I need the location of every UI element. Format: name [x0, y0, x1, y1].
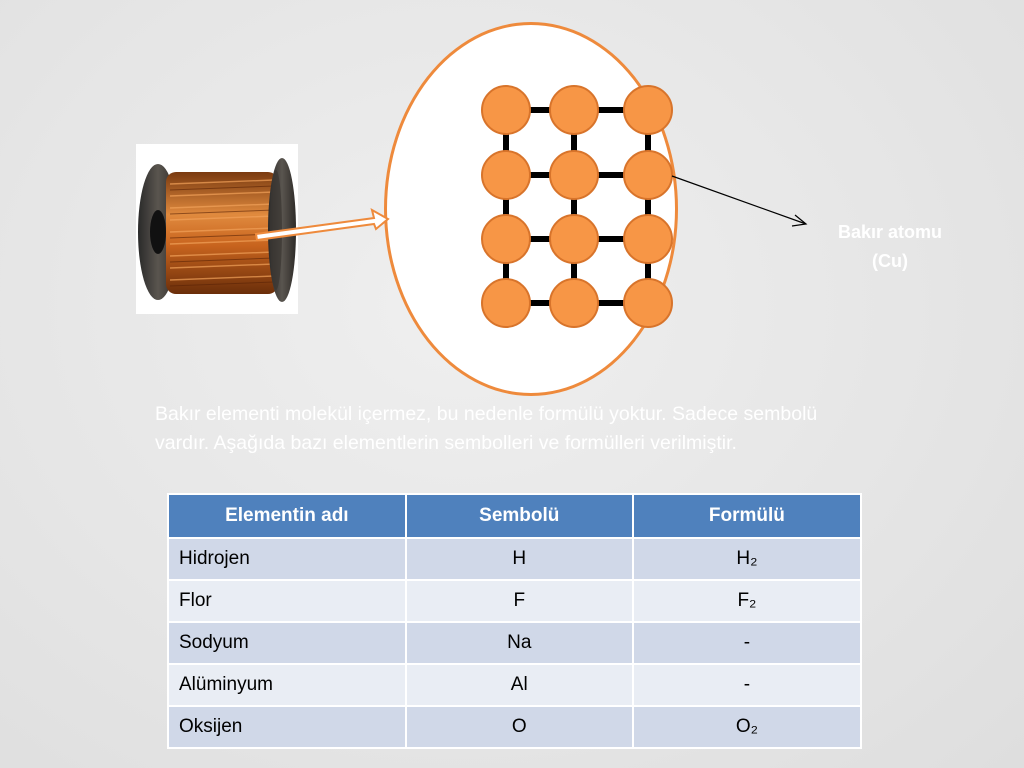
copper-atom [623, 214, 673, 264]
table-row: Alüminyum Al - [167, 663, 863, 707]
coil-drawing [138, 158, 296, 302]
cell-symbol: Na [404, 621, 634, 665]
copper-atom [549, 85, 599, 135]
lattice-bonds [503, 107, 651, 306]
copper-atom [481, 214, 531, 264]
copper-coil-image [136, 144, 298, 314]
cell-name: Oksijen [167, 705, 407, 749]
copper-atom [623, 278, 673, 328]
magnified-view-circle [384, 22, 678, 396]
cell-symbol: Al [404, 663, 634, 707]
copper-atom [623, 85, 673, 135]
atom-label-name: Bakır atomu [837, 222, 943, 242]
copper-atom [481, 150, 531, 200]
copper-atom [481, 85, 531, 135]
cell-symbol: O [404, 705, 634, 749]
table-header-row: Elementin adı Sembolü Formülü [167, 493, 863, 539]
table-row: Flor F F₂ [167, 579, 863, 623]
header-symbol: Sembolü [404, 493, 634, 539]
atom-label: Bakır atomu (Cu) [800, 218, 980, 276]
cell-formula: F₂ [631, 579, 863, 623]
copper-lattice [481, 85, 673, 328]
cell-name: Hidrojen [167, 537, 407, 581]
copper-atom [481, 278, 531, 328]
table-row: Oksijen O O₂ [167, 705, 863, 749]
cell-formula: O₂ [631, 705, 863, 749]
cell-formula: H₂ [631, 537, 863, 581]
header-element-name: Elementin adı [167, 493, 407, 539]
cell-formula: - [631, 663, 863, 707]
header-formula: Formülü [631, 493, 863, 539]
cell-name: Flor [167, 579, 407, 623]
elements-table: Elementin adı Sembolü Formülü Hidrojen H… [167, 493, 863, 749]
description-paragraph: Bakır elementi molekül içermez, bu neden… [155, 403, 818, 454]
copper-atom [549, 150, 599, 200]
table-row: Hidrojen H H₂ [167, 537, 863, 581]
atom-label-symbol: (Cu) [872, 251, 908, 271]
cell-formula: - [631, 621, 863, 665]
cell-name: Alüminyum [167, 663, 407, 707]
table-row: Sodyum Na - [167, 621, 863, 665]
copper-atom [549, 278, 599, 328]
cell-symbol: H [404, 537, 634, 581]
copper-atom [623, 150, 673, 200]
cell-symbol: F [404, 579, 634, 623]
cell-name: Sodyum [167, 621, 407, 665]
copper-atom [549, 214, 599, 264]
lattice-atoms [481, 85, 673, 328]
